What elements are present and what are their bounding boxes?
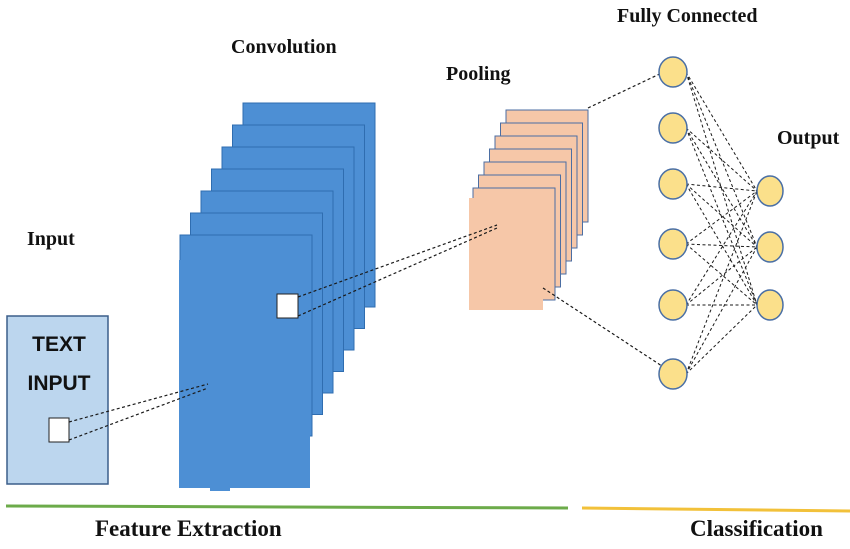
conv-front-notch [210,485,230,491]
fc-neuron-1 [658,56,688,88]
fc-edge-2-1 [685,127,758,192]
output-neuron-2 [756,231,784,263]
label-output: Output [777,127,840,149]
dashed-connection-1 [68,383,209,423]
output-neuron-1 [756,175,784,207]
fc-edge-5-2 [685,246,758,306]
fc-edge-6-1 [685,190,758,375]
label-fully-connected: Fully Connected [617,5,758,27]
fc-edge-4-3 [685,243,758,306]
label-classification: Classification [690,516,823,541]
fc-neuron-4 [658,228,688,260]
fc-edge-5-1 [685,190,758,306]
feature-extraction-line [5,504,569,510]
neurons [658,56,784,390]
dashed-connection-6 [542,287,669,371]
dashed-connection-5 [587,69,669,109]
classification-line [581,506,850,513]
input-box [6,315,109,485]
fc-neuron-6 [658,358,688,390]
input-panel [6,315,109,485]
label-convolution: Convolution [231,36,337,58]
output-neuron-3 [756,289,784,321]
fc-edge-3-2 [685,183,758,248]
fc-edge-1-3 [685,71,758,306]
fc-edge-4-2 [685,243,758,248]
section-divider-lines [5,504,850,513]
fc-edge-3-1 [685,183,758,192]
connection-lines [68,69,669,441]
fc-edge-1-1 [685,71,758,192]
label-feature-extraction: Feature Extraction [95,516,282,541]
fc-neuron-2 [658,112,688,144]
fc-neuron-5 [658,289,688,321]
fc-edge-4-1 [685,190,758,245]
input-receptive-window [48,417,70,443]
convolution-stack [179,102,376,491]
input-box-text-line2: INPUT [27,372,91,395]
dashed-connection-2 [68,387,209,441]
pool-front-map [469,198,543,310]
label-pooling: Pooling [446,63,511,85]
dashed-connection-3 [297,224,498,298]
fc-neuron-3 [658,168,688,200]
input-box-text-line1: TEXT [32,333,86,356]
fc-edge-2-2 [685,127,758,248]
label-input: Input [27,228,75,250]
fc-edge-3-3 [685,183,758,306]
fc-to-output-edges [685,71,758,375]
pooling-stack [469,109,589,310]
fc-edge-6-2 [685,246,758,375]
fc-edge-2-3 [685,127,758,306]
fc-edge-6-3 [685,304,758,375]
fc-edge-1-2 [685,71,758,248]
conv-kernel-window [276,293,299,319]
